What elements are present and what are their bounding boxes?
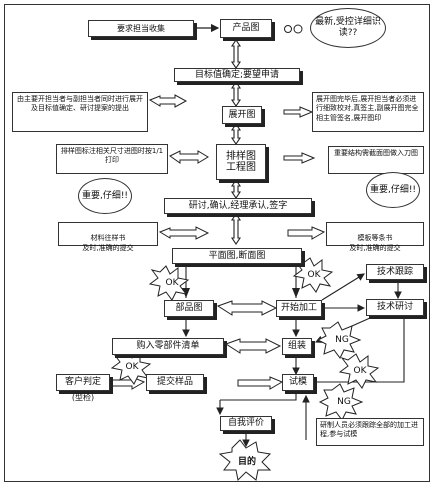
note-tandem-unfold: 由主要开担当者与副担当者同时进行展开及目标值确定、研讨提案的提出	[12, 92, 148, 132]
note-unfold-text: 展开图完毕后,展开担当者必须进行细致校对,真签主,副展开图完全相主管签名,展开图…	[316, 95, 419, 122]
note-researcher-text: 研制人员必须跟踪全部的加工进程,参与试模	[320, 421, 418, 439]
bubble-important-left-text: 重要,仔细!!	[81, 190, 129, 201]
start-process-label: 开始加工	[280, 303, 317, 314]
trial-mold-label: 试模	[288, 377, 307, 388]
note-material-text: 材料往样书 及时,准确的提交	[82, 234, 134, 252]
parts-drawing-label: 部品图	[175, 303, 203, 314]
ng-burst-2	[318, 383, 364, 421]
bubble-important-right-text: 重要,仔细!!	[369, 184, 417, 195]
submit-sample-box: 提交样品	[146, 374, 204, 391]
arrow-purchase-to-assembly	[224, 338, 282, 354]
sample-model-note: (型检)	[60, 392, 106, 404]
arrowhead-to-start	[292, 288, 300, 298]
goal-label-box: 目的	[230, 454, 264, 470]
self-evaluation-label: 自我评价	[227, 418, 264, 429]
trial-mold-box: 试模	[282, 374, 314, 391]
arrow-layout-note	[169, 150, 209, 164]
ok-label-4: OK	[348, 364, 372, 378]
self-evaluation-box: 自我评价	[220, 416, 272, 431]
note-material-submit: 材料往样书 及时,准确的提交	[58, 222, 158, 252]
bubble-latest-text: 最新,受控详细识读??	[315, 17, 381, 38]
review-approval-box: 研讨,确认,经理承认,签字	[164, 198, 312, 214]
ok-burst-1	[148, 265, 190, 301]
assembly-box: 组装	[282, 338, 312, 355]
double-arrow-product-target	[230, 39, 242, 69]
ok-text-2: OK	[307, 269, 321, 280]
bubble-important-left: 重要,仔细!!	[78, 178, 132, 214]
note-mold-submit: 模板等条书 及时,准确的提交	[326, 222, 424, 252]
arrow-material-note	[158, 226, 210, 240]
note-structure-text: 重要结构需截面图做入刀图	[334, 149, 418, 157]
sample-model-text: (型检)	[71, 393, 95, 403]
product-drawing-box: 产品图	[220, 19, 272, 38]
submit-sample-label: 提交样品	[156, 377, 193, 388]
note-layout-print: 排样图标注相关尺寸进图时按1/1打印	[56, 144, 168, 174]
ng-burst-1	[316, 321, 362, 359]
note-unfold-check: 展开图完毕后,展开担当者必须进行细致校对,真签主,副展开图完全相主管签名,展开图…	[312, 92, 424, 132]
ng-text-2: NG	[337, 396, 351, 407]
arrowhead-to-parts	[182, 288, 190, 298]
product-drawing-label: 产品图	[232, 23, 260, 34]
bubble-important-right: 重要,仔细!!	[366, 172, 420, 208]
arrow-tandem-note	[148, 94, 188, 108]
arrow-trial-to-sample	[237, 376, 284, 390]
bubble-latest-controlled: 最新,受控详细识读??	[310, 8, 386, 48]
ok-label-3: OK	[120, 360, 144, 374]
double-arrow-layout-review	[230, 179, 242, 199]
arrow-parts-to-start	[216, 300, 278, 316]
goal-label: 目的	[237, 456, 256, 467]
plan-split-lines	[185, 264, 297, 298]
demand-collection-box: 要求担当收集	[88, 20, 194, 37]
double-arrow-target-unfold	[230, 81, 242, 107]
start-process-box: 开始加工	[276, 300, 322, 317]
arrow-unfold-note	[283, 106, 314, 118]
ok-text-1: OK	[165, 277, 179, 288]
target-value-box: 目标值确定;要望申请	[174, 68, 300, 82]
customer-judgment-box: 客户判定	[56, 374, 110, 391]
ok-burst-2	[292, 257, 334, 293]
arrow-sample-to-customer	[111, 376, 146, 390]
goal-burst	[218, 439, 272, 482]
note-researcher-track: 研制人员必须跟踪全部的加工进程,参与试模	[316, 418, 424, 446]
ok-text-4: OK	[353, 365, 367, 376]
line-research-to-trial	[316, 318, 405, 383]
tech-research-box: 技术研讨	[366, 299, 424, 316]
review-approval-label: 研讨,确认,经理承认,签字	[188, 200, 288, 211]
arrow-mold-note	[287, 226, 326, 240]
ng-label-1: NG	[330, 333, 354, 347]
note-layout-text: 排样图标注相关尺寸进图时按1/1打印	[60, 147, 164, 165]
note-mold-text: 模板等条书 及时,准确的提交	[349, 234, 401, 252]
arrow-start-to-track	[321, 273, 365, 301]
parts-drawing-box: 部品图	[164, 300, 214, 317]
ng-label-2: NG	[332, 395, 356, 409]
unfold-drawing-label: 展开图	[228, 109, 256, 120]
ok-label-1: OK	[160, 276, 184, 290]
assembly-label: 组装	[287, 341, 306, 352]
arrow-structure-note	[283, 152, 316, 164]
note-structure-section: 重要结构需截面图做入刀图	[328, 146, 424, 174]
purchase-list-label: 购入零部件清单	[136, 341, 200, 352]
note-tandem-text: 由主要开担当者与副担当者同时进行展开及目标值确定、研讨提案的提出	[17, 95, 143, 113]
purchase-list-box: 购入零部件清单	[112, 338, 224, 355]
target-value-label: 目标值确定;要望申请	[194, 69, 280, 80]
ng-text-1: NG	[335, 334, 349, 345]
ok-label-2: OK	[302, 268, 326, 282]
double-arrow-review-plan	[230, 213, 242, 245]
tech-research-label: 技术研讨	[376, 302, 413, 313]
layout-engineering-label: 排样图 工程图	[226, 150, 256, 174]
ok-burst-4	[338, 353, 380, 389]
customer-judgment-label: 客户判定	[64, 377, 101, 388]
plan-section-label: 平面图,断面图	[208, 250, 266, 261]
tech-track-box: 技术跟踪	[366, 264, 424, 280]
layout-engineering-box: 排样图 工程图	[216, 144, 266, 180]
unfold-drawing-box: 展开图	[222, 106, 262, 124]
tech-track-label: 技术跟踪	[376, 266, 413, 277]
double-arrow-unfold-layout	[230, 123, 242, 145]
ok-text-3: OK	[125, 361, 139, 372]
outer-frame	[4, 4, 430, 482]
plan-section-box: 平面图,断面图	[172, 248, 302, 264]
demand-collection-label: 要求担当收集	[117, 23, 165, 33]
